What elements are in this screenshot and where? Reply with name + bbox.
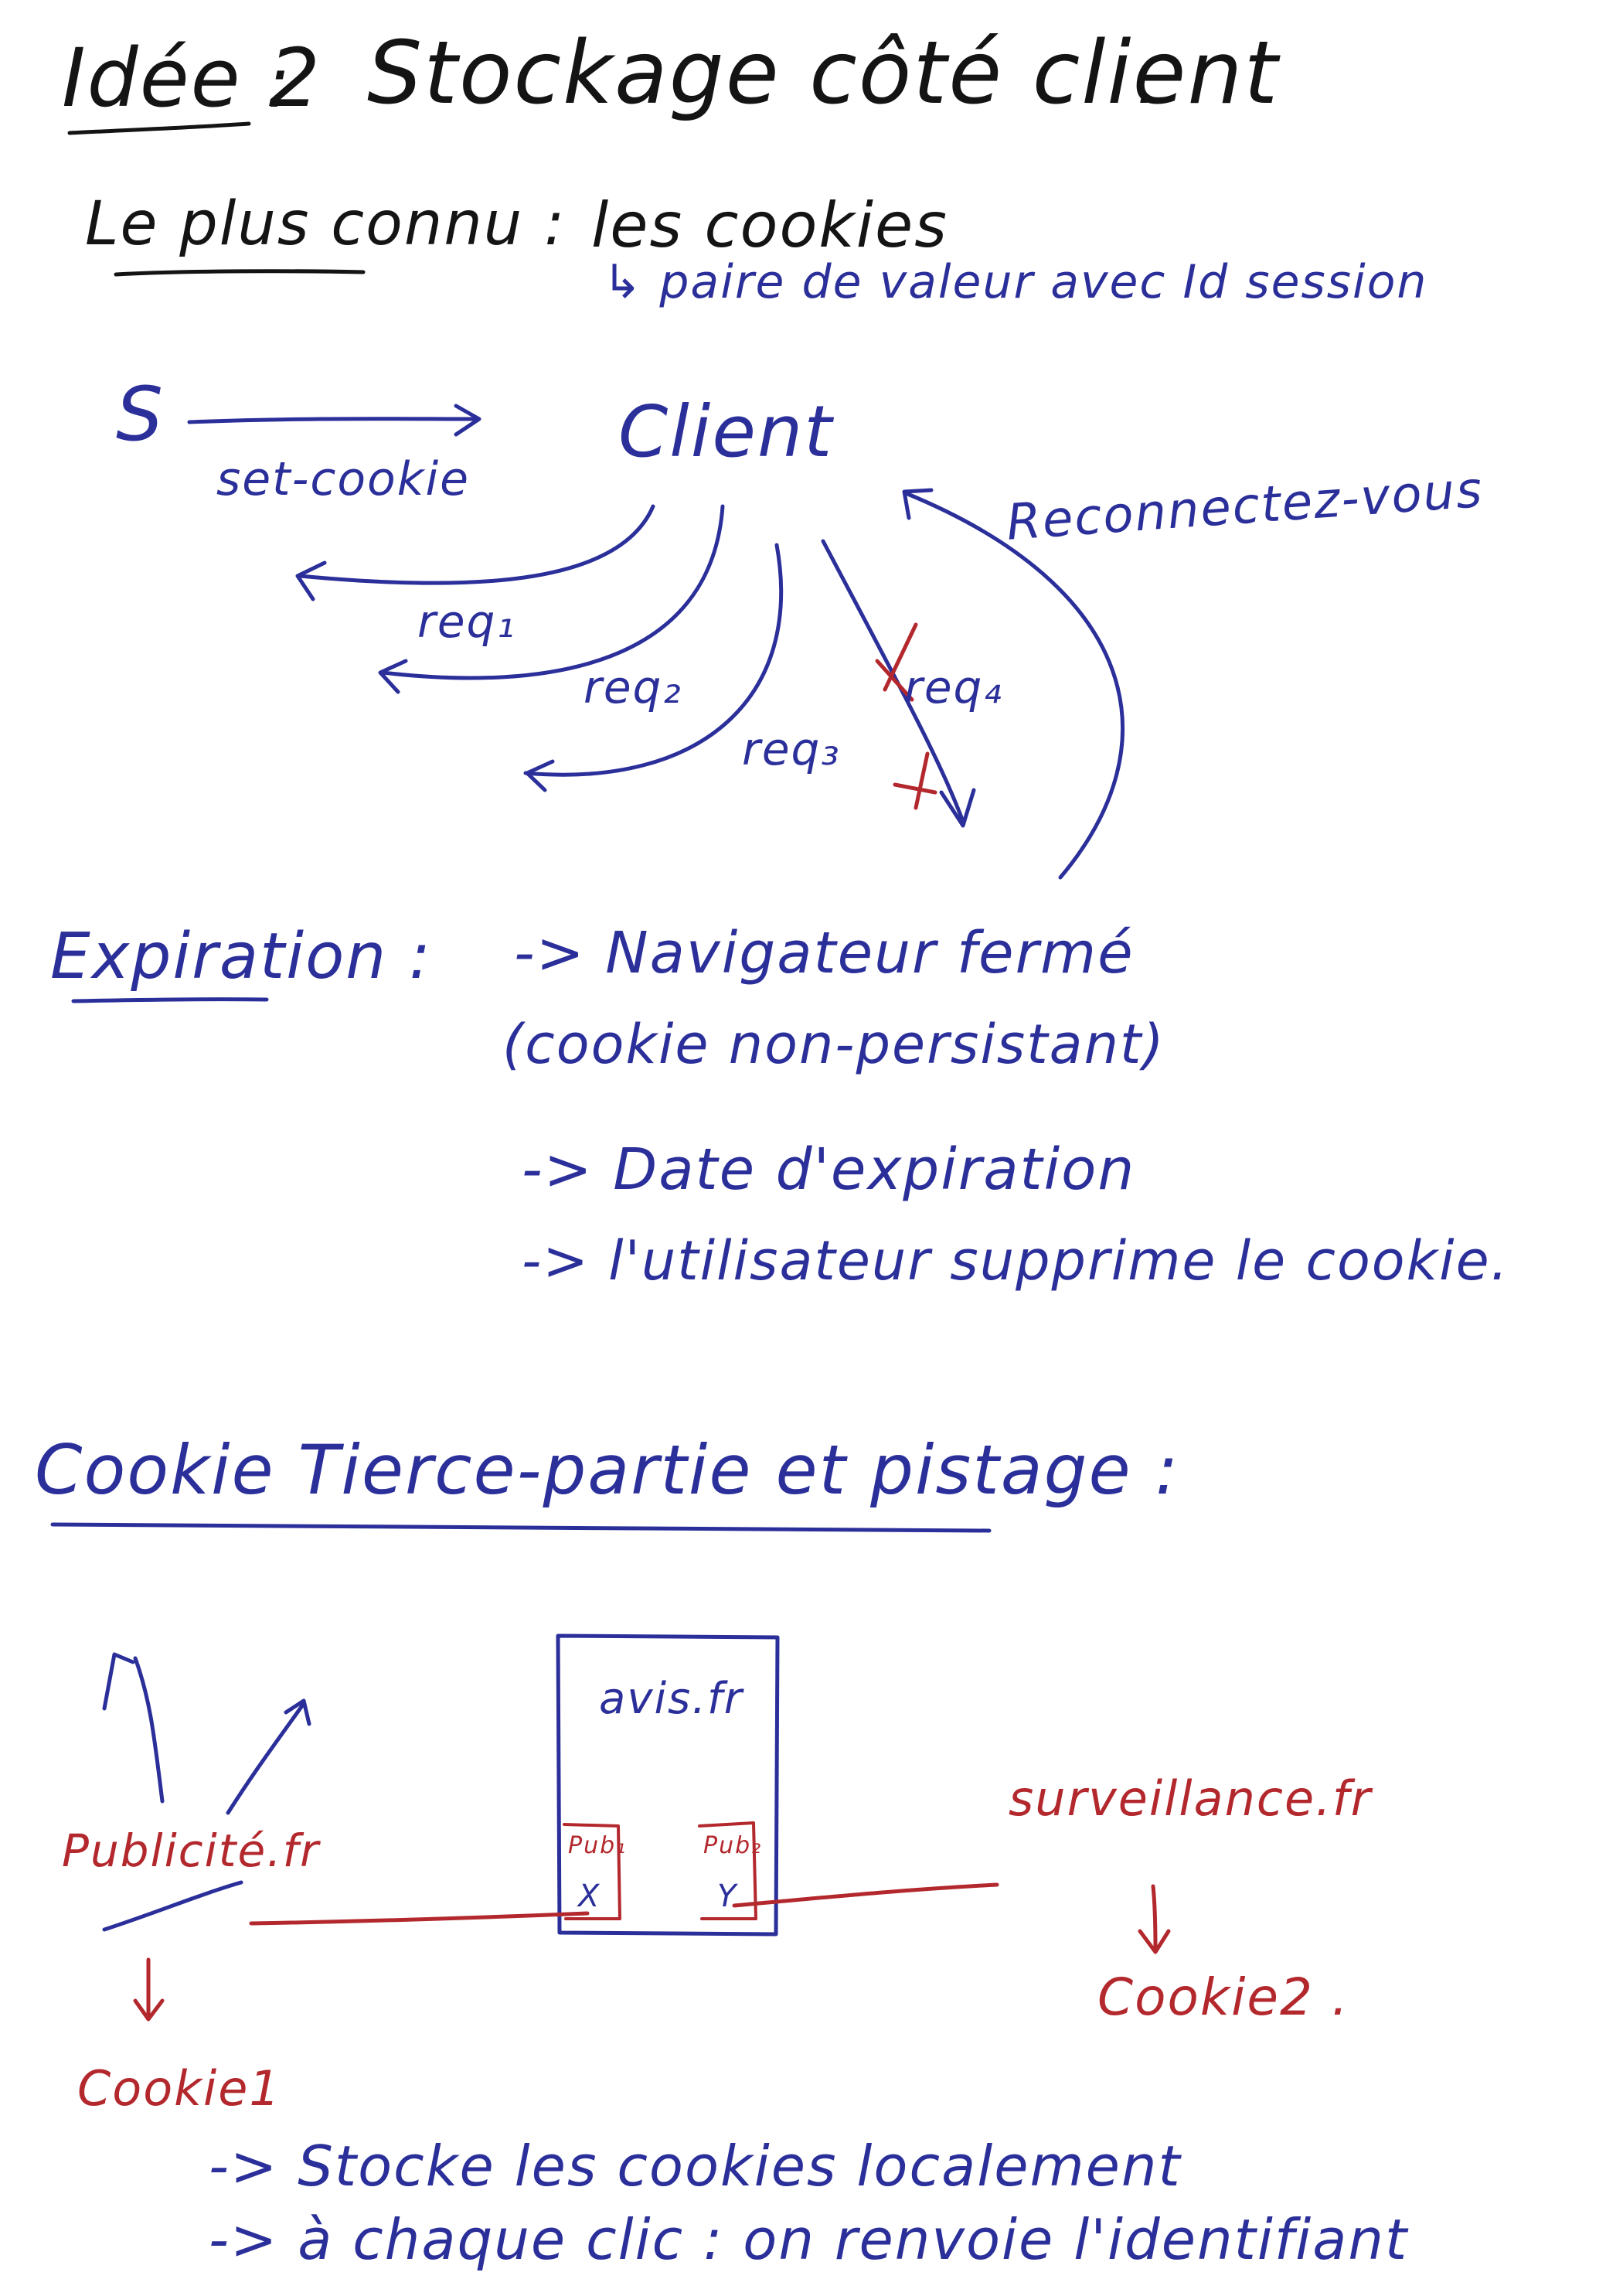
req2-label: req₂ [584, 661, 682, 714]
left-up-arrow [133, 1656, 165, 1804]
req4-label: req₄ [904, 661, 1003, 714]
pub2-label: Pub₂ [703, 1832, 763, 1859]
cookies-intro-value: les cookies [591, 189, 948, 261]
expiration-label: Expiration : [50, 920, 432, 993]
req2-arrow [380, 504, 725, 680]
req3-arrow [523, 543, 784, 777]
left-cookie-label: Cookie1 [77, 2060, 281, 2117]
conclusion-line-1: -> Stocke les cookies localement [209, 2134, 1182, 2199]
req4-cross-1 [875, 622, 918, 702]
plus-underline [114, 269, 366, 277]
client-label: Client [618, 390, 834, 473]
third-party-underline [50, 1522, 992, 1533]
reconnect-arrow [903, 491, 1125, 880]
set-cookie-arrowhead [454, 404, 481, 437]
req4-cross-2 [893, 751, 937, 810]
req1-arrowhead [295, 560, 327, 601]
pub1-label: Pub₁ [568, 1832, 628, 1859]
publicite-strike [102, 1880, 243, 1932]
pub2-box [698, 1821, 757, 1920]
site-box [556, 1633, 780, 1937]
server-label: S [116, 371, 165, 458]
left-tracking-line [249, 1911, 590, 1926]
req4-arrowhead [939, 788, 976, 828]
reconnect-arrowhead [902, 488, 934, 520]
right-up-arrow [226, 1702, 305, 1815]
expiration-item-browser-closed: -> Navigateur fermé [514, 920, 1135, 986]
right-down-arrow [1151, 1884, 1158, 1950]
left-up-arrowhead [102, 1652, 135, 1711]
right-cookie-label: Cookie2 . [1097, 1967, 1349, 2027]
set-cookie-arrow [187, 417, 478, 424]
left-down-arrowhead [133, 1998, 165, 2022]
expiration-underline [71, 997, 269, 1003]
expiration-item-non-persistent: (cookie non-persistant) [502, 1013, 1165, 1076]
cookies-intro-note: ↳ paire de valeur avec Id session [603, 255, 1428, 309]
left-site-label: Publicité.fr [62, 1824, 320, 1877]
right-up-arrowhead [284, 1698, 311, 1726]
req4-arrow [821, 539, 965, 822]
right-site-label: surveillance.fr [1009, 1770, 1373, 1827]
cookies-intro-label: Le plus connu : [85, 189, 567, 259]
pub1-box [563, 1823, 621, 1920]
req3-label: req₃ [742, 723, 841, 775]
right-tracking-line [732, 1882, 999, 1908]
req1-label: req₁ [417, 595, 516, 648]
set-cookie-label: set-cookie [216, 452, 471, 506]
req3-arrowhead [525, 759, 555, 792]
third-party-title: Cookie Tierce-partie et pistage : [35, 1430, 1180, 1510]
right-down-arrowhead [1138, 1929, 1171, 1954]
heading-underline [67, 121, 251, 135]
pub1-mark: X [578, 1879, 601, 1914]
heading-idea: Idée 2 [62, 31, 322, 125]
req2-arrowhead [378, 659, 408, 694]
site-label: avis.fr [599, 1674, 743, 1724]
req1-arrow [298, 504, 655, 585]
heading-title: Stockage côté client [367, 23, 1280, 124]
heading-colon: : [267, 43, 292, 124]
expiration-item-user-deletes: -> l'utilisateur supprime le cookie. [522, 1229, 1509, 1293]
pub2-mark: Y [717, 1879, 738, 1914]
conclusion-line-2: -> à chaque clic : on renvoie l'identifi… [209, 2207, 1409, 2272]
heading-period: . [1136, 39, 1160, 120]
expiration-item-date: -> Date d'expiration [522, 1136, 1136, 1203]
